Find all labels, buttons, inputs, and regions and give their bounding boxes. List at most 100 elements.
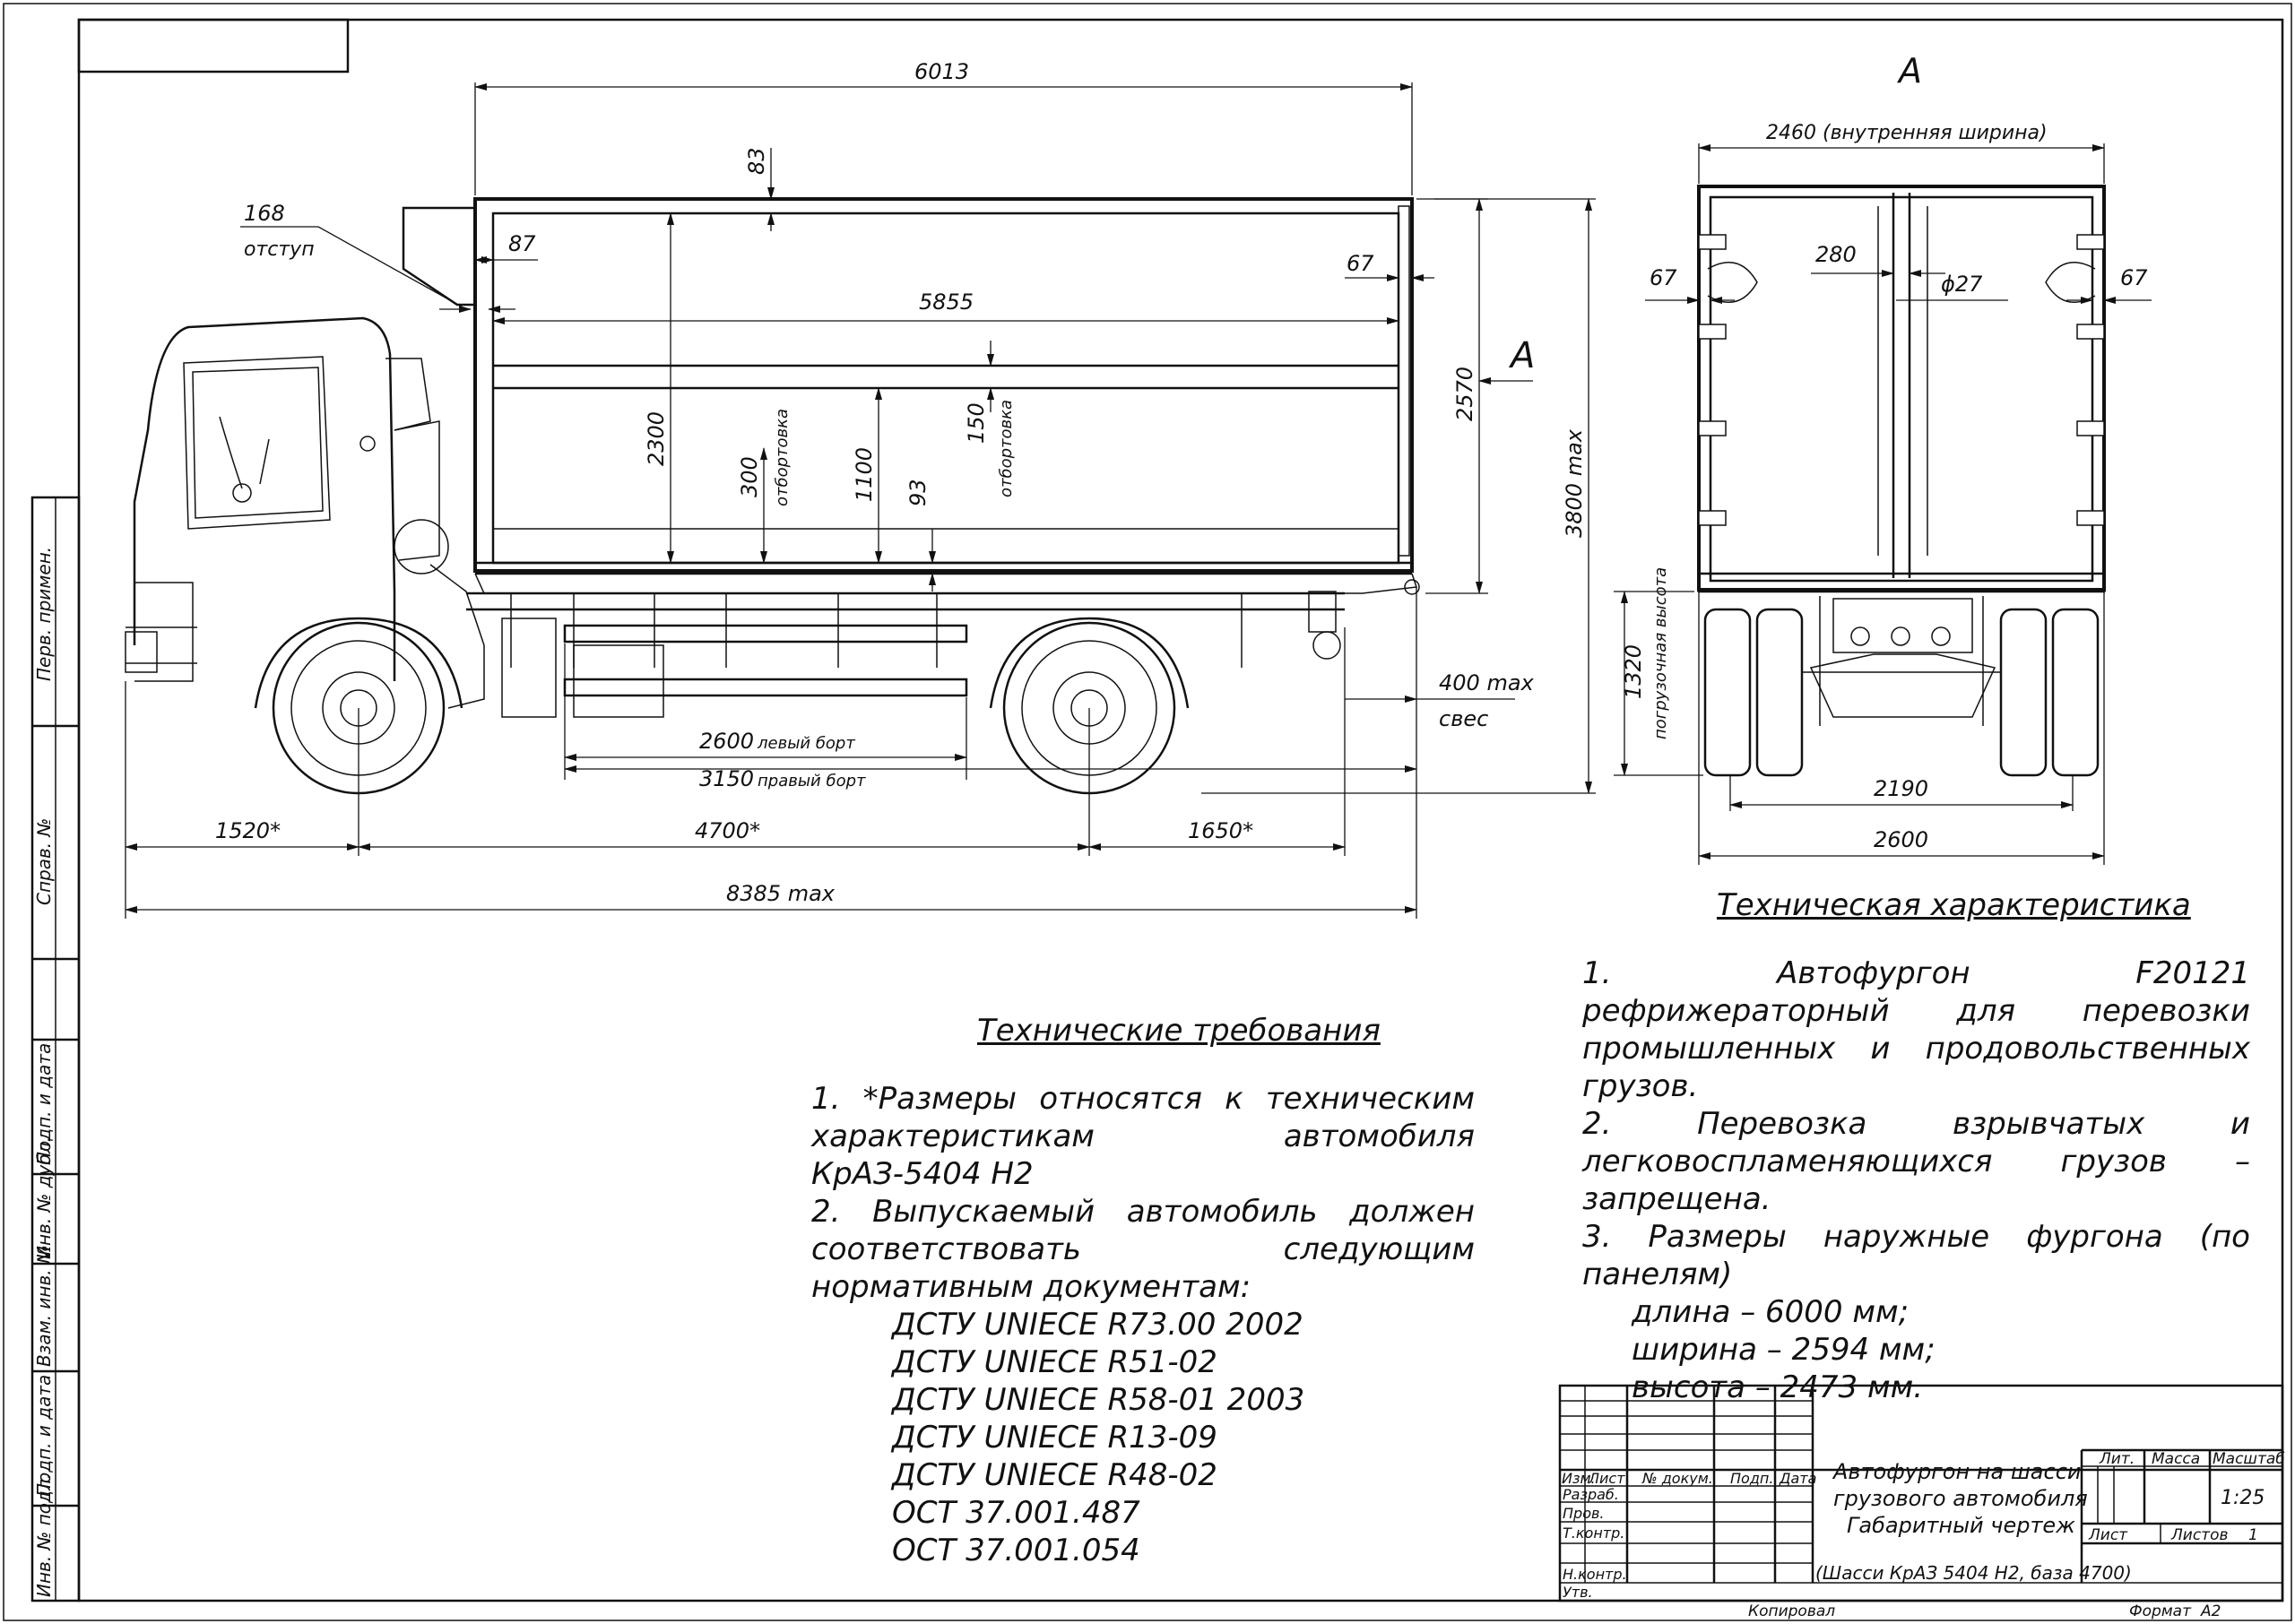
- dim-overhang: 400 max: [1439, 670, 1535, 695]
- tb-sheets-label: Листов: [2170, 1526, 2229, 1544]
- section-label: A: [1508, 335, 1535, 376]
- dim-wheelbase: 4700*: [695, 818, 760, 843]
- tb-col-list: Лист: [1588, 1470, 1625, 1487]
- dim-total-length: 8385 max: [726, 881, 836, 906]
- dim-overhang-label: свес: [1439, 706, 1488, 731]
- dim-150: 150: [964, 402, 989, 444]
- tb-lit-label: Лит.: [2099, 1450, 2135, 1468]
- tech-spec-notes: 1. Автофургон F20121 рефрижераторный для…: [1582, 955, 2250, 1406]
- tech-req-line-1: 1. *Размеры относятся к техническим хара…: [811, 1081, 1475, 1192]
- tb-chassis: (Шасси КрАЗ 5404 Н2, база 4700): [1815, 1562, 2132, 1584]
- tb-mass-label: Масса: [2152, 1450, 2200, 1468]
- tech-req-notes: 1. *Размеры относятся к техническим хара…: [811, 1080, 1475, 1569]
- dim-loading-height: 1320: [1621, 644, 1646, 699]
- dim-rear-wall: 67: [1347, 251, 1374, 276]
- rear-view: A: [1614, 51, 2152, 865]
- front-wheel: [254, 617, 463, 795]
- tb-format-label: Формат: [2129, 1602, 2192, 1620]
- tb-col-izm: Изм.: [1562, 1470, 1596, 1487]
- tech-req-doc-1: ДСТУ UNIECE R73.00 2002: [892, 1307, 1303, 1343]
- dim-left-board-label: левый борт: [757, 734, 855, 753]
- side-view: 6013 83 168 отступ 87 67 5855 23: [125, 59, 1596, 919]
- tb-scale: 1:25: [2221, 1487, 2265, 1509]
- margin-cell-inv-dubl: Инв. № дубл.: [33, 1136, 55, 1259]
- tech-req-doc-4: ДСТУ UNIECE R13-09: [892, 1420, 1217, 1456]
- tech-spec-size-length: длина – 6000 мм;: [1632, 1294, 1910, 1330]
- tech-req-doc-3: ДСТУ UNIECE R58-01 2003: [892, 1382, 1305, 1418]
- dim-offset-label: отступ: [244, 238, 315, 261]
- door-hinges: [1698, 206, 2105, 556]
- tb-copied-label: Копировал: [1748, 1602, 1835, 1620]
- dim-300-label: отбортовка: [773, 409, 792, 506]
- dim-front-wall: 87: [508, 231, 536, 256]
- tech-spec-line-1: 1. Автофургон F20121 рефрижераторный для…: [1582, 955, 2250, 1104]
- tb-row-utv: Утв.: [1563, 1584, 1593, 1601]
- tb-col-data: Дата: [1779, 1470, 1816, 1487]
- tb-format: А2: [2200, 1602, 2221, 1620]
- dim-1100: 1100: [852, 447, 877, 502]
- tb-sheet-label: Лист: [2088, 1526, 2128, 1544]
- dim-total-width: 2600: [1874, 827, 1928, 852]
- tb-title-line-2: грузового автомобиля: [1833, 1486, 2088, 1511]
- dim-right-wall: 67: [2120, 265, 2148, 290]
- dim-gap: 280: [1815, 242, 1857, 267]
- dim-hole: ϕ27: [1941, 272, 1983, 297]
- dim-front-overhang: 1520*: [215, 818, 281, 843]
- margin-cell-inv-podl: Инв. № подл.: [33, 1473, 55, 1597]
- dim-total-height: 3800 max: [1562, 428, 1587, 538]
- tech-spec-line-3: 3. Размеры наружные фургона (по панелям): [1582, 1219, 2250, 1292]
- left-margin-strip: Перв. примен. Справ. № Подп. и дата Инв.…: [30, 496, 81, 1602]
- dim-93: 93: [905, 479, 931, 506]
- tb-title-line-3: Габаритный чертеж: [1847, 1513, 2075, 1538]
- dim-left-wall: 67: [1650, 265, 1677, 290]
- dim-inner-width: 2460 (внутренняя ширина): [1766, 122, 2048, 144]
- dim-body-height: 2570: [1452, 367, 1477, 421]
- tb-title-line-1: Автофургон на шасси: [1832, 1459, 2081, 1484]
- margin-cell-perv: Перв. примен.: [33, 547, 55, 681]
- tb-sheets-count: 1: [2248, 1526, 2258, 1544]
- dim-loading-height-label: погрузочная высота: [1651, 567, 1670, 739]
- tech-spec-size-width: ширина – 2594 мм;: [1632, 1332, 1936, 1368]
- dim-2300: 2300: [644, 411, 669, 466]
- dim-right-board: 3150: [699, 766, 754, 791]
- tech-spec-line-2: 2. Перевозка взрывчатых и легковоспламен…: [1582, 1106, 2250, 1217]
- margin-cell-vzam: Взам. инв. №: [33, 1245, 55, 1367]
- rear-dimensions: 2460 (внутренняя ширина) 67 67 280 ϕ27 1…: [1614, 122, 2152, 865]
- dim-150-label: отбортовка: [997, 400, 1016, 497]
- dim-right-board-label: правый борт: [758, 772, 866, 790]
- tb-row-razrab: Разраб.: [1563, 1486, 1619, 1503]
- margin-cell-sprav: Справ. №: [33, 818, 55, 905]
- dim-left-board: 2600: [699, 729, 754, 754]
- tech-spec-heading: Техническая характеристика: [1717, 887, 2191, 923]
- tech-req-doc-6: ОСТ 37.001.487: [892, 1495, 1140, 1531]
- tb-row-nkontr: Н.контр.: [1563, 1566, 1627, 1583]
- outer-frame: [3, 3, 2292, 1621]
- side-dimensions: 6013 83 168 отступ 87 67 5855 23: [125, 59, 1596, 919]
- margin-cell-podp1: Подп. и дата: [33, 1043, 55, 1165]
- tb-col-podp: Подп.: [1730, 1470, 1773, 1487]
- dim-inner-length: 5855: [919, 289, 974, 315]
- dim-offset: 168: [244, 201, 285, 226]
- tech-req-doc-5: ДСТУ UNIECE R48-02: [892, 1457, 1217, 1493]
- tech-req-heading: Технические требования: [977, 1013, 1381, 1049]
- tb-row-prov: Пров.: [1563, 1505, 1605, 1522]
- margin-cell-podp2: Подп. и дата: [33, 1375, 55, 1497]
- tb-row-tkontr: Т.контр.: [1563, 1525, 1624, 1542]
- dim-body-length: 6013: [914, 59, 969, 84]
- tech-req-doc-7: ОСТ 37.001.054: [892, 1533, 1140, 1568]
- title-block: Изм. Лист № докум. Подп. Дата Разраб. Пр…: [1558, 1384, 2285, 1620]
- rear-axle: [1703, 596, 2100, 777]
- top-left-stamp-box: [77, 18, 350, 73]
- tb-scale-label: Масштаб: [2213, 1450, 2285, 1468]
- dim-roof: 83: [744, 147, 769, 175]
- truck-cab: [125, 316, 485, 709]
- van-body: [473, 197, 1420, 595]
- refrigeration-unit: [402, 206, 477, 307]
- tb-col-doc: № докум.: [1641, 1470, 1713, 1487]
- dim-300: 300: [737, 456, 762, 497]
- tech-req-doc-2: ДСТУ UNIECE R51-02: [892, 1344, 1217, 1380]
- view-label: A: [1896, 51, 1922, 91]
- dim-track: 2190: [1874, 776, 1928, 801]
- dim-rear-overhang: 1650*: [1188, 818, 1253, 843]
